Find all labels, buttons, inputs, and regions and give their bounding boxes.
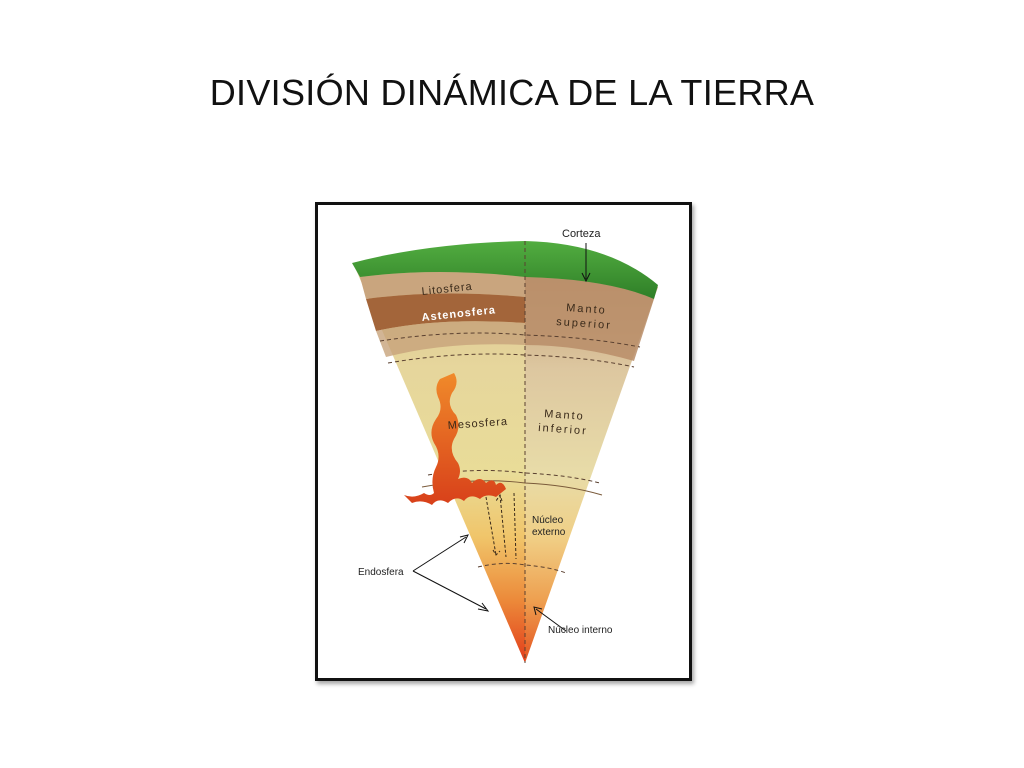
label-corteza: Corteza [562,228,601,240]
earth-wedge-diagram: Corteza Litosfera Astenosfera Manto supe… [352,228,658,663]
crust-layer [352,241,658,299]
label-nucleo-interno: Núcleo interno [548,625,613,636]
upper-mantle-band [525,277,654,361]
earth-layers-figure: Corteza Litosfera Astenosfera Manto supe… [315,202,692,681]
label-pointers [412,243,591,632]
convection-arrows [485,492,517,560]
label-nucleo-externo-1: Núcleo [532,515,564,526]
lithosphere-band [360,272,525,299]
label-manto-inferior-2: inferior [538,422,588,437]
label-manto-superior-2: superior [556,316,612,332]
label-nucleo-externo-2: externo [532,527,566,538]
label-manto-inferior-1: Manto [544,408,585,423]
label-mesosfera: Mesosfera [447,416,508,432]
asthenosphere-band [366,293,525,331]
mantle-plume [404,373,506,505]
label-manto-superior-1: Manto [566,302,607,317]
slide-title: DIVISIÓN DINÁMICA DE LA TIERRA [209,72,815,113]
upper-mantle-left [376,321,525,357]
label-endosfera: Endosfera [358,567,404,578]
label-litosfera: Litosfera [421,281,473,298]
